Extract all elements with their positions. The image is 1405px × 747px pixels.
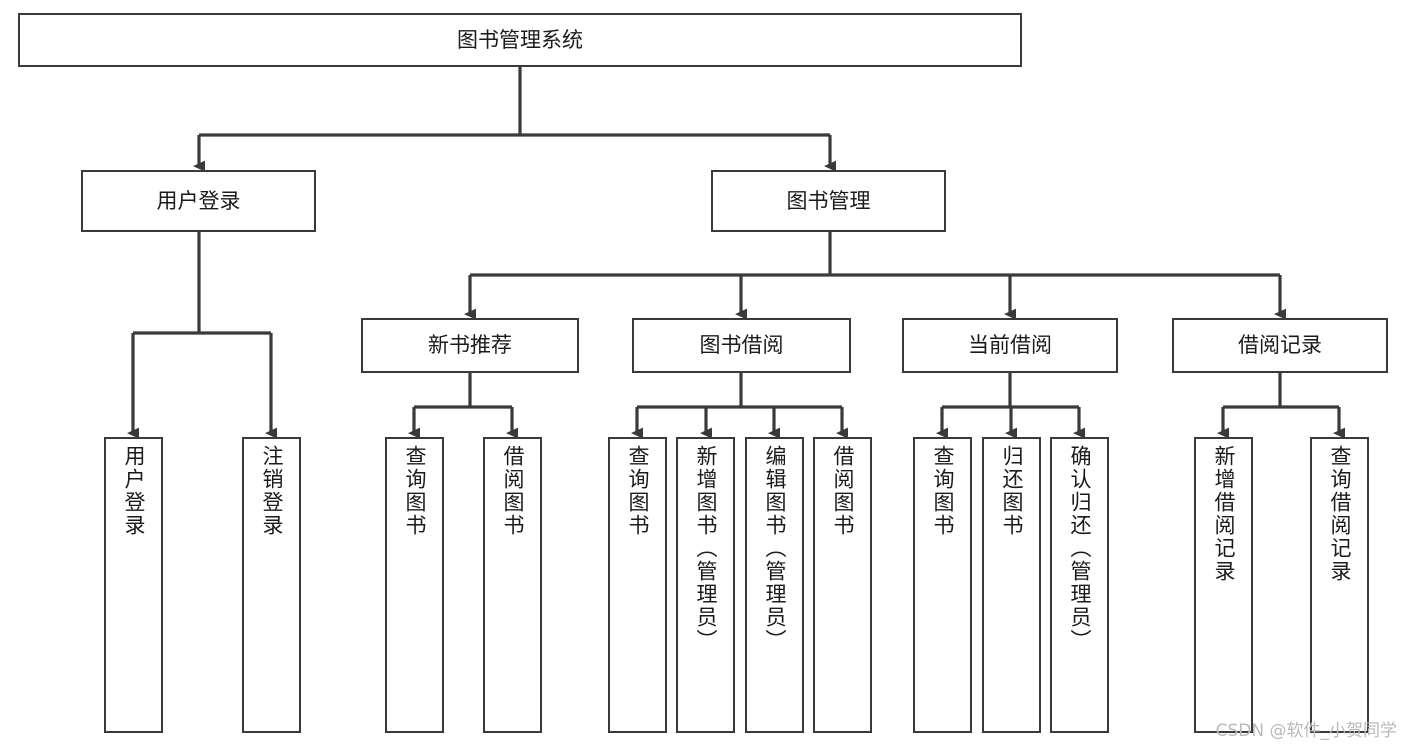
- node-leaf-borrow-book-2-label: 借阅图书: [831, 445, 855, 537]
- node-current-borrow[interactable]: 当前借阅: [902, 318, 1118, 373]
- node-leaf-query-book-1[interactable]: 查询图书: [385, 437, 444, 733]
- node-leaf-query-book-3-label: 查询图书: [931, 445, 955, 537]
- node-leaf-borrow-book-2[interactable]: 借阅图书: [813, 437, 872, 733]
- node-leaf-add-book[interactable]: 新增图书（管理员）: [676, 437, 735, 733]
- node-leaf-confirm-return-label: 确认归还（管理员）: [1068, 445, 1092, 652]
- node-leaf-add-record[interactable]: 新增借阅记录: [1194, 437, 1253, 733]
- node-book-borrow[interactable]: 图书借阅: [632, 318, 851, 373]
- node-leaf-query-record-label: 查询借阅记录: [1328, 445, 1352, 583]
- node-leaf-confirm-return[interactable]: 确认归还（管理员）: [1050, 437, 1109, 733]
- node-leaf-query-book-1-label: 查询图书: [403, 445, 427, 537]
- node-leaf-return-book[interactable]: 归还图书: [982, 437, 1041, 733]
- node-book-manage[interactable]: 图书管理: [711, 170, 946, 232]
- node-user-login-label: 用户登录: [156, 188, 241, 213]
- node-leaf-add-book-label: 新增图书（管理员）: [694, 445, 718, 652]
- node-leaf-query-record[interactable]: 查询借阅记录: [1310, 437, 1369, 733]
- node-leaf-borrow-book-1-label: 借阅图书: [501, 445, 525, 537]
- node-leaf-logout[interactable]: 注销登录: [242, 437, 301, 733]
- node-root[interactable]: 图书管理系统: [18, 13, 1022, 67]
- node-leaf-user-login-label: 用户登录: [122, 445, 146, 537]
- node-leaf-return-book-label: 归还图书: [1000, 445, 1024, 537]
- node-book-borrow-label: 图书借阅: [699, 333, 784, 358]
- node-leaf-query-book-2[interactable]: 查询图书: [608, 437, 667, 733]
- node-new-book-rec-label: 新书推荐: [428, 333, 512, 358]
- node-leaf-edit-book[interactable]: 编辑图书（管理员）: [745, 437, 804, 733]
- node-leaf-logout-label: 注销登录: [260, 445, 284, 537]
- node-root-label: 图书管理系统: [457, 27, 583, 52]
- node-user-login[interactable]: 用户登录: [81, 170, 316, 232]
- node-current-borrow-label: 当前借阅: [968, 333, 1052, 358]
- node-leaf-query-book-2-label: 查询图书: [626, 445, 650, 537]
- node-book-manage-label: 图书管理: [786, 188, 871, 213]
- node-leaf-add-record-label: 新增借阅记录: [1212, 445, 1236, 583]
- node-borrow-record[interactable]: 借阅记录: [1172, 318, 1388, 373]
- node-leaf-borrow-book-1[interactable]: 借阅图书: [483, 437, 542, 733]
- node-leaf-query-book-3[interactable]: 查询图书: [913, 437, 972, 733]
- node-borrow-record-label: 借阅记录: [1238, 333, 1322, 358]
- node-new-book-rec[interactable]: 新书推荐: [361, 318, 579, 373]
- node-leaf-user-login[interactable]: 用户登录: [104, 437, 163, 733]
- node-leaf-edit-book-label: 编辑图书（管理员）: [763, 445, 787, 652]
- watermark: CSDN @软件_小贺同学: [1215, 721, 1397, 741]
